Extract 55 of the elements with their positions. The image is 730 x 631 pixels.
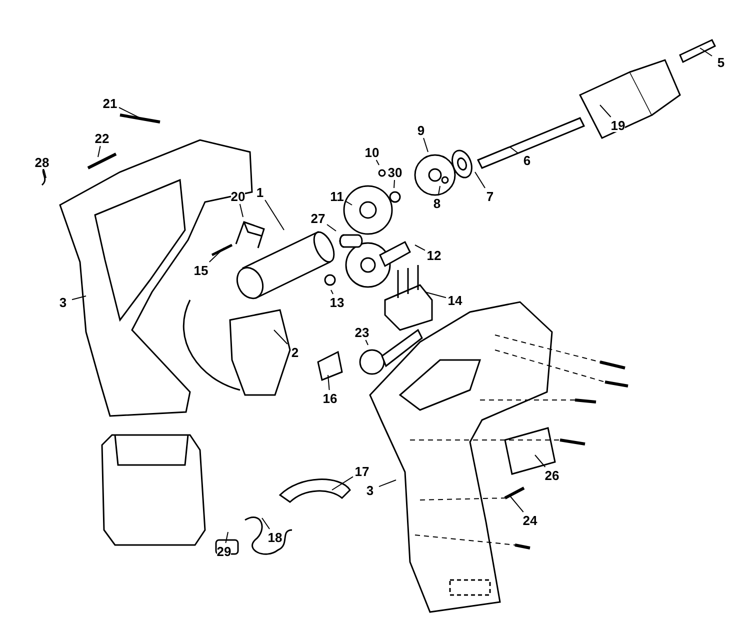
callout-number: 10 <box>364 146 380 158</box>
callout-number: 26 <box>544 468 560 482</box>
leader-line <box>264 200 284 230</box>
callout-number: 15 <box>194 264 208 276</box>
leader-line <box>208 248 224 262</box>
leader-line <box>376 160 380 166</box>
callout-number: 17 <box>354 464 370 478</box>
callout-number: 3 <box>366 484 374 496</box>
callout-number: 14 <box>448 294 462 306</box>
leader-line <box>274 330 288 344</box>
leader-line <box>332 476 354 490</box>
leader-line <box>394 180 395 188</box>
leader-line <box>378 480 396 488</box>
callout-number: 22 <box>94 132 110 144</box>
callout-number: 24 <box>522 514 538 526</box>
leader-line <box>346 200 352 206</box>
callout-number: 13 <box>330 296 344 308</box>
callout-number: 27 <box>310 212 326 224</box>
leader-line <box>510 496 524 512</box>
leader-line <box>534 454 546 468</box>
callout-number: 8 <box>433 196 441 210</box>
callout-number: 7 <box>486 190 494 202</box>
leader-line <box>98 146 101 158</box>
callout-number: 5 <box>717 56 725 68</box>
callout-number: 21 <box>102 96 118 110</box>
callout-number: 23 <box>354 326 370 338</box>
callout-number: 1 <box>256 186 264 198</box>
leader-line <box>118 107 140 118</box>
leader-line <box>330 290 334 294</box>
leader-line <box>700 48 712 56</box>
leader-line <box>328 374 330 390</box>
leader-line <box>414 244 426 251</box>
callout-number: 18 <box>268 530 282 544</box>
leader-line <box>438 186 440 196</box>
callout-number: 30 <box>388 166 402 178</box>
callout-number: 16 <box>322 392 338 404</box>
leader-line <box>600 104 612 118</box>
callout-number: 12 <box>426 248 442 262</box>
leader-line <box>326 224 336 232</box>
leader-line <box>424 292 446 298</box>
callout-number: 28 <box>34 156 50 168</box>
callout-number: 11 <box>330 190 344 202</box>
leader-line <box>239 204 244 218</box>
leader-line <box>510 146 518 154</box>
leader-line <box>44 170 46 178</box>
leader-line <box>474 172 486 188</box>
callout-number: 6 <box>523 154 531 166</box>
leader-line <box>365 340 368 346</box>
leader-line <box>262 518 270 530</box>
callout-number: 2 <box>291 346 299 358</box>
callout-number: 9 <box>417 124 425 136</box>
leader-line <box>72 296 86 300</box>
leader-line <box>423 138 428 152</box>
leader-line <box>225 532 228 544</box>
callout-number: 3 <box>59 296 67 308</box>
